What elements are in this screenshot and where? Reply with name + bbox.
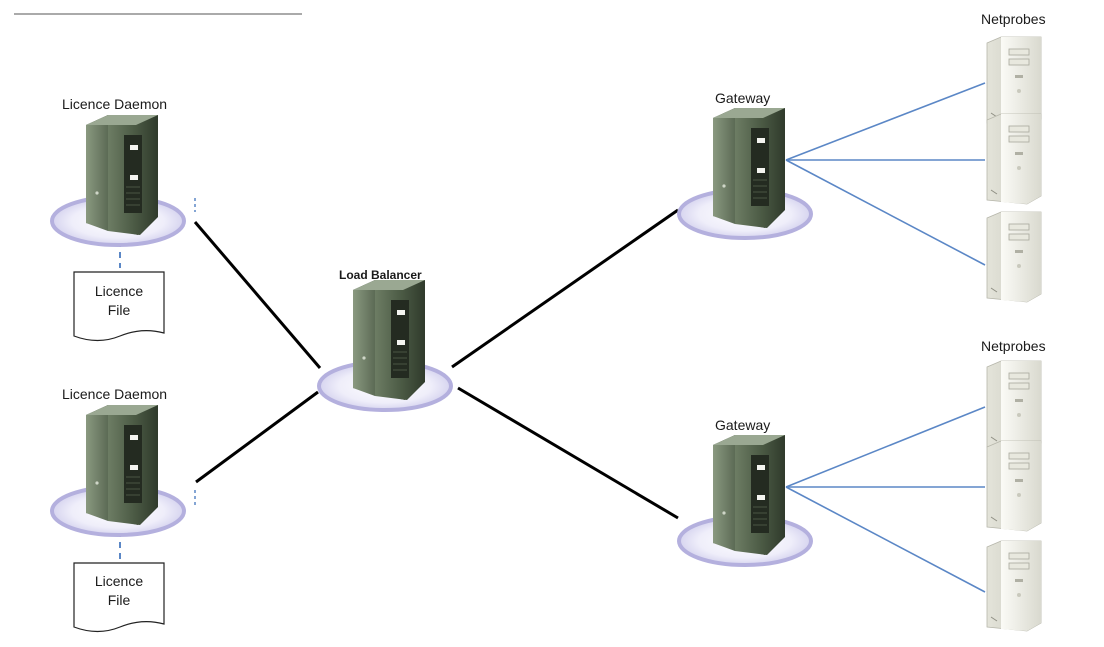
link-gateway1-netprobe1 [785,82,986,161]
licence-file-line1: Licence [94,283,144,299]
licence-daemon-server-icon [50,405,186,537]
gateway-server-icon [677,435,813,567]
link-loadbalancer-gateway2 [457,386,679,520]
netprobe-server-icon [986,113,1042,205]
link-daemon1-loadbalancer [193,221,322,369]
licence-file-document-icon [73,562,165,633]
primary-links [193,208,679,520]
link-gateway2-netprobe1 [785,406,986,488]
link-gateway2-netprobe3 [785,486,986,593]
netprobe-server-icon [986,440,1042,532]
load-balancer-label: Load Balancer [339,268,422,282]
gateway-server-icon [677,108,813,240]
netprobe-server-icon [986,36,1042,128]
licence-daemon-server-icon [50,115,186,247]
load-balancer-server-icon [317,280,453,412]
licence-daemon-label: Licence Daemon [62,386,168,402]
netprobes-label: Netprobes [981,11,1046,27]
licence-daemon-label: Licence Daemon [62,96,168,112]
licence-file-line1: Licence [94,573,144,589]
licence-file-label: Licence File [74,572,164,610]
gateway-label: Gateway [715,417,771,433]
link-loadbalancer-gateway1 [451,208,679,369]
gateway-label: Gateway [715,90,771,106]
netprobe-server-icon [986,540,1042,632]
netprobe-server-icon [986,360,1042,452]
licence-file-document-icon [73,271,165,342]
link-daemon2-loadbalancer [195,390,319,484]
licence-file-links [119,198,196,560]
licence-file-label: Licence File [74,282,164,320]
licence-file-line2: File [107,302,131,318]
netprobe-links [785,82,986,593]
link-gateway1-netprobe3 [785,159,986,266]
licence-file-line2: File [107,592,131,608]
netprobes-label: Netprobes [981,338,1046,354]
netprobe-server-icon [986,211,1042,303]
